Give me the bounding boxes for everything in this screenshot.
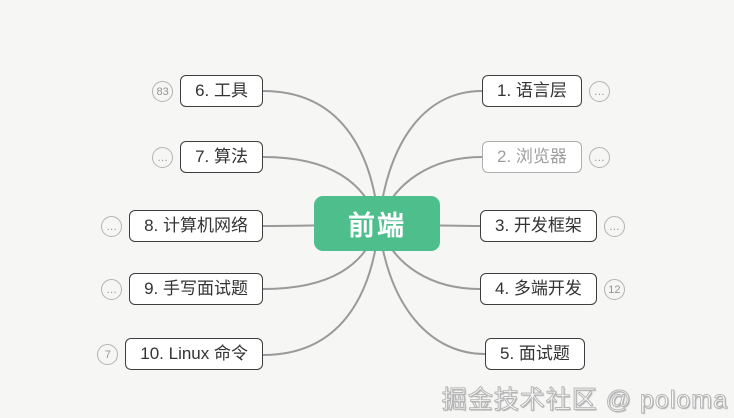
collapse-badge[interactable]: 12 — [603, 278, 625, 300]
node-row-dev-frameworks: 3. 开发框架 … — [480, 210, 625, 242]
node-row-computer-network: … 8. 计算机网络 — [101, 210, 263, 242]
collapse-badge[interactable]: 83 — [152, 80, 174, 102]
watermark: 掘金技术社区 @ poloma — [441, 386, 728, 415]
collapse-badge[interactable]: … — [588, 146, 610, 168]
collapse-badge[interactable]: … — [101, 278, 123, 300]
node-row-linux-commands: 7 10. Linux 命令 — [97, 338, 263, 370]
node-language-layer[interactable]: 1. 语言层 — [482, 75, 582, 107]
node-dev-frameworks[interactable]: 3. 开发框架 — [480, 210, 597, 242]
node-row-tools: 83 6. 工具 — [152, 75, 263, 107]
collapse-badge[interactable]: … — [603, 215, 625, 237]
node-row-handwritten-questions: … 9. 手写面试题 — [101, 273, 263, 305]
node-linux-commands[interactable]: 10. Linux 命令 — [125, 338, 263, 370]
node-row-algorithms: … 7. 算法 — [152, 141, 263, 173]
node-tools[interactable]: 6. 工具 — [180, 75, 263, 107]
node-row-browser: 2. 浏览器 … — [482, 141, 610, 173]
collapse-badge[interactable]: 7 — [97, 343, 119, 365]
node-row-language-layer: 1. 语言层 … — [482, 75, 610, 107]
root-node-frontend[interactable]: 前端 — [314, 196, 440, 251]
node-handwritten-questions[interactable]: 9. 手写面试题 — [129, 273, 263, 305]
collapse-badge[interactable]: … — [588, 80, 610, 102]
collapse-badge[interactable]: … — [152, 146, 174, 168]
node-row-interview-questions: 5. 面试题 — [485, 338, 585, 370]
node-multi-platform[interactable]: 4. 多端开发 — [480, 273, 597, 305]
node-browser[interactable]: 2. 浏览器 — [482, 141, 582, 173]
collapse-badge[interactable]: … — [101, 215, 123, 237]
node-algorithms[interactable]: 7. 算法 — [180, 141, 263, 173]
node-row-multi-platform: 4. 多端开发 12 — [480, 273, 625, 305]
node-interview-questions[interactable]: 5. 面试题 — [485, 338, 585, 370]
node-computer-network[interactable]: 8. 计算机网络 — [129, 210, 263, 242]
